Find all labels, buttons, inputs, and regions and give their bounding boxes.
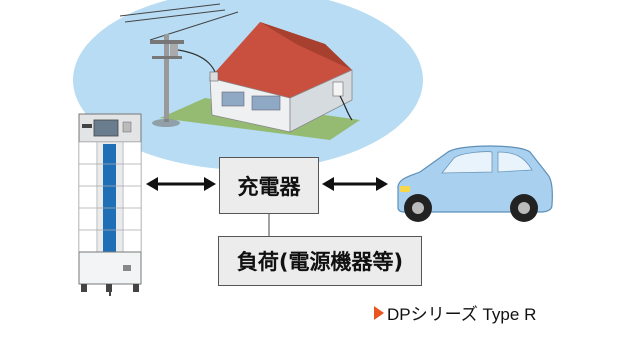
house-icon: [209, 22, 353, 133]
utility-pole-icon: [119, 3, 239, 127]
double-arrow-charger-car: [322, 177, 388, 191]
caption: DPシリーズ Type R: [374, 300, 536, 325]
triangle-marker-icon: [374, 305, 384, 320]
load-label: 負荷(電源機器等): [236, 250, 404, 274]
storage-battery-icon: [78, 113, 142, 296]
double-arrow-battery-charger: [146, 177, 216, 191]
electric-car-icon: [397, 145, 553, 222]
load-box: 負荷(電源機器等): [218, 236, 422, 286]
charger-label: 充電器: [237, 174, 301, 199]
charger-box: 充電器: [219, 157, 319, 214]
caption-text: DPシリーズ Type R: [387, 305, 537, 324]
